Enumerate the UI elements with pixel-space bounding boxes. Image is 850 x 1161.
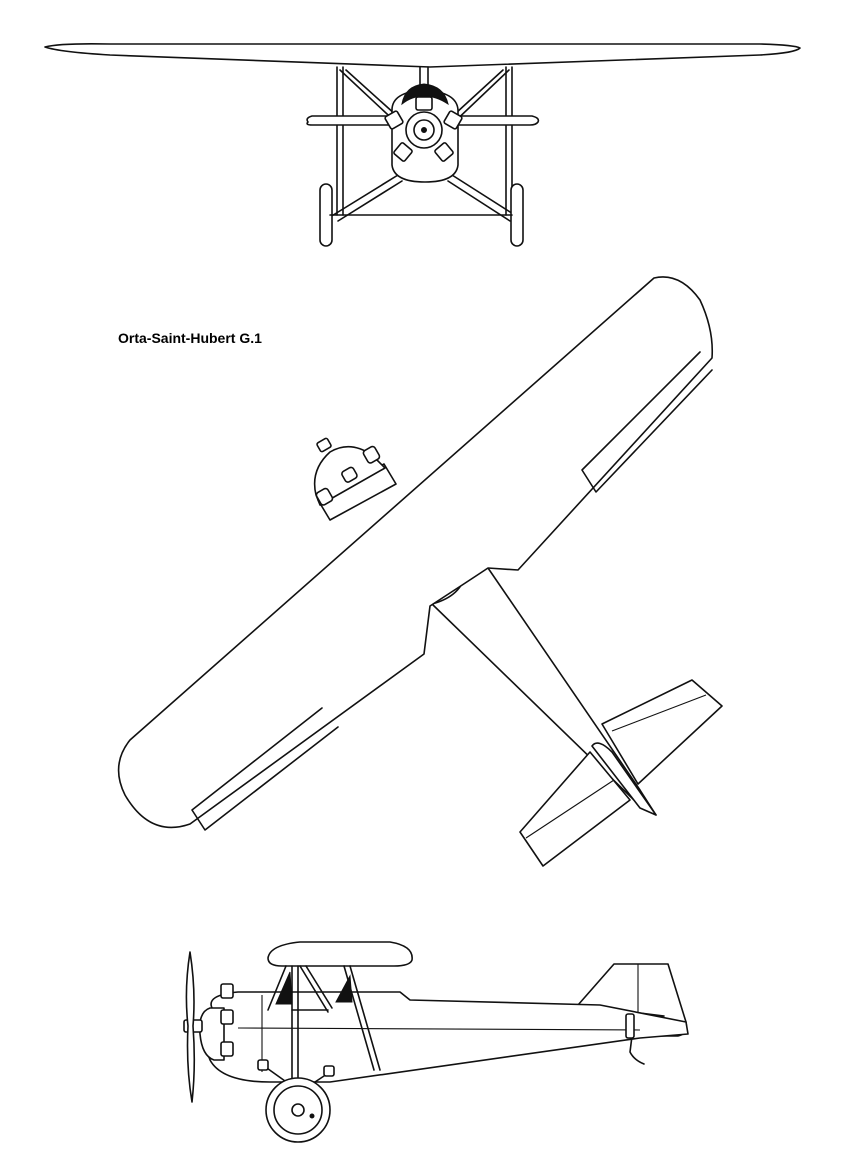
plan-aileron-left	[191, 707, 339, 831]
plan-tail-right	[601, 679, 723, 785]
side-propeller	[185, 951, 196, 1103]
side-view	[183, 941, 689, 1143]
plan-aileron-right	[581, 351, 713, 493]
side-strut-fairing-front	[275, 971, 293, 1005]
plan-wing	[117, 276, 714, 829]
plan-cylinders	[315, 437, 381, 506]
aircraft-caption: Orta-Saint-Hubert G.1	[118, 330, 262, 346]
side-wheel-axle	[291, 1103, 305, 1117]
side-cowling	[198, 1007, 225, 1061]
side-cylinders	[220, 983, 234, 1057]
front-cylinders	[384, 96, 463, 162]
side-wing	[267, 941, 413, 967]
side-strut-fairing-rear	[335, 974, 353, 1003]
plan-view	[117, 276, 723, 867]
front-view	[44, 43, 801, 247]
side-tail-skid	[629, 1035, 645, 1065]
front-wing	[44, 43, 801, 68]
plan-fin	[591, 742, 657, 816]
front-hub-center	[421, 127, 427, 133]
plan-tail-left	[519, 751, 631, 867]
front-tailplane-right	[449, 115, 540, 126]
